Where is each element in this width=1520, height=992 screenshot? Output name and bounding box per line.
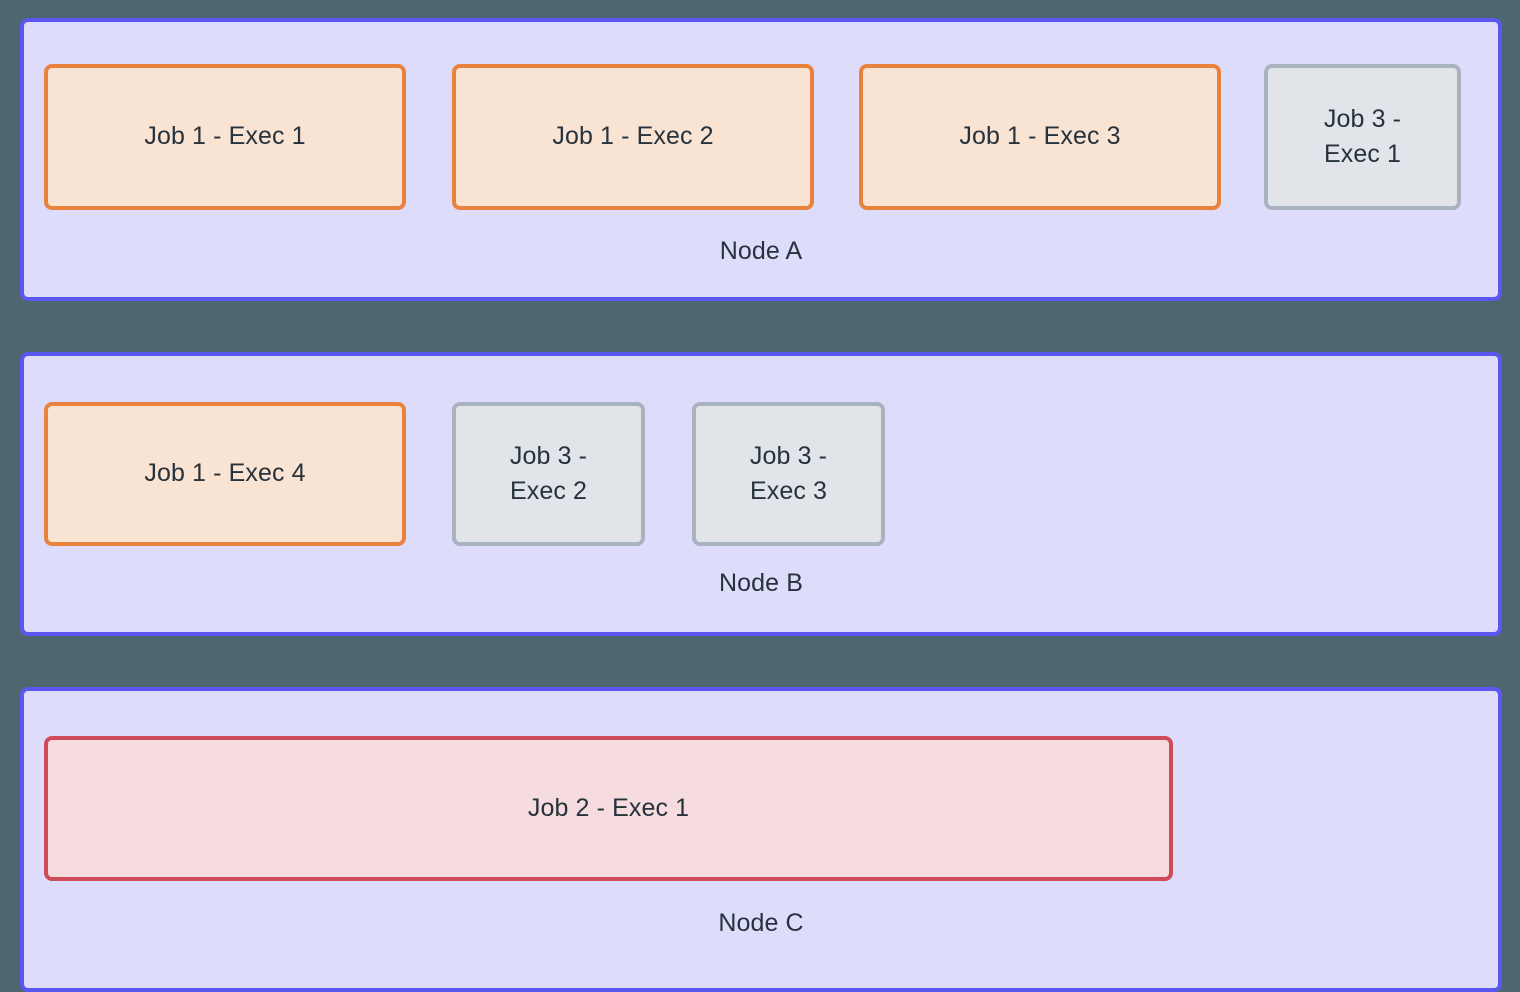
node-label-b: Node B	[719, 569, 803, 597]
task-box-job1-exec3[interactable]: Job 1 - Exec 3	[859, 64, 1221, 210]
task-box-job3-exec3[interactable]: Job 3 - Exec 3	[692, 402, 885, 546]
node-container-a: Job 1 - Exec 1 Job 1 - Exec 2 Job 1 - Ex…	[20, 18, 1502, 301]
task-box-job2-exec1[interactable]: Job 2 - Exec 1	[44, 736, 1173, 881]
task-box-job1-exec4[interactable]: Job 1 - Exec 4	[44, 402, 406, 546]
node-container-b: Job 1 - Exec 4 Job 3 - Exec 2 Job 3 - Ex…	[20, 352, 1502, 636]
task-box-job1-exec2[interactable]: Job 1 - Exec 2	[452, 64, 814, 210]
node-container-c: Job 2 - Exec 1 Node C	[20, 687, 1502, 992]
node-label-c: Node C	[718, 909, 804, 937]
node-label-a: Node A	[719, 237, 803, 265]
task-box-job3-exec1[interactable]: Job 3 - Exec 1	[1264, 64, 1461, 210]
task-box-job1-exec1[interactable]: Job 1 - Exec 1	[44, 64, 406, 210]
task-box-job3-exec2[interactable]: Job 3 - Exec 2	[452, 402, 645, 546]
